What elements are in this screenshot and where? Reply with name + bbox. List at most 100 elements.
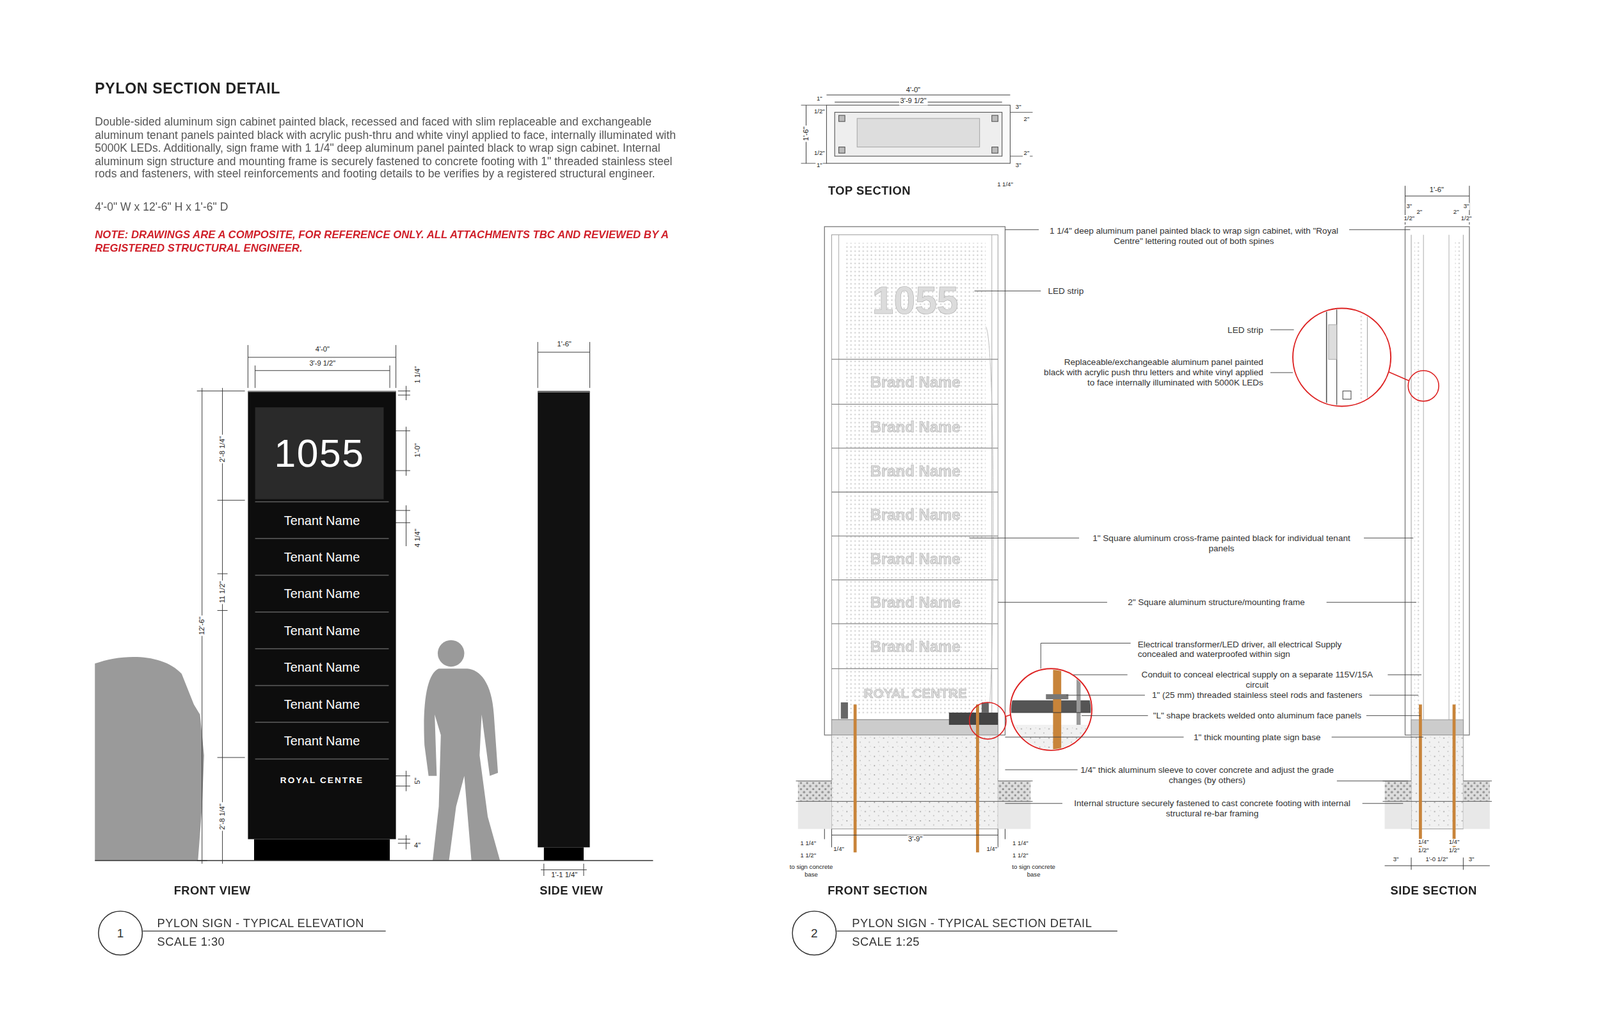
drawing-rect	[840, 702, 848, 719]
drawing-line	[1362, 802, 1404, 804]
callout-label: Internal structure securely fastened to …	[1062, 798, 1363, 819]
tenant-panel: Tenant Name	[255, 501, 390, 538]
callout-label: 2" Square aluminum structure/mounting fr…	[1125, 597, 1307, 608]
node-text: Tenant Name	[284, 512, 361, 527]
drawing-line	[398, 838, 411, 840]
drawing-line	[1040, 642, 1042, 669]
drawing-line	[1004, 769, 1082, 770]
drawing-rect	[992, 115, 999, 122]
drawing-line	[997, 780, 1033, 781]
dimension-label: 4"	[412, 840, 422, 849]
drawing-line	[826, 94, 1010, 96]
dimension-label: 1/4"	[985, 845, 999, 853]
callout-label: Electrical transformer/LED driver, all e…	[1136, 638, 1380, 660]
node-text: Tenant Name	[284, 622, 361, 637]
drawing-line	[801, 104, 827, 106]
drawing-number: 2	[791, 910, 837, 955]
callout-label: "L" shape brackets welded onto aluminum …	[1150, 710, 1364, 721]
drawing-line	[824, 828, 825, 840]
drawing-line	[831, 623, 998, 624]
dimension-label: 2"	[1415, 208, 1424, 216]
drawing-line	[395, 344, 397, 388]
drawing-line	[537, 352, 590, 353]
drawing-line	[1448, 234, 1450, 720]
drawing-line	[1040, 642, 1131, 644]
dimension-label: 12'-6"	[198, 615, 207, 637]
drawing-line	[1411, 234, 1412, 735]
tenant-panel: Tenant Name	[255, 684, 390, 722]
drawing-line	[255, 369, 390, 371]
node-text: Tenant Name	[284, 659, 361, 674]
callout-label: LED strip	[1045, 285, 1086, 296]
drawing-line	[1336, 780, 1409, 781]
drawing-rect	[1052, 663, 1062, 755]
drawing-rect	[254, 839, 390, 861]
drawing-rect	[1004, 724, 1097, 756]
ghost-lettering: Brand Name	[870, 592, 961, 611]
drawing-rect	[834, 112, 1002, 157]
node-text: 2	[810, 925, 818, 940]
drawing-g	[1326, 305, 1368, 408]
dimension-label: to sign concrete base	[787, 864, 835, 878]
drawing-line	[1009, 112, 1033, 113]
drawing-line	[1463, 234, 1464, 735]
dimension-label: 3"	[1462, 202, 1471, 210]
ghost-lettering: Brand Name	[870, 636, 961, 655]
drawing-line	[1073, 673, 1128, 675]
node-text: 1055	[273, 431, 365, 476]
drawing-line	[969, 537, 1082, 539]
dimension-label: 2'-8 1/4"	[218, 801, 226, 831]
drawing-line	[831, 359, 998, 360]
dimension-label: 1'-6"	[801, 125, 810, 142]
drawing-line	[1081, 714, 1149, 716]
caption-text: PYLON SIGN - TYPICAL ELEVATION	[157, 916, 365, 930]
drawing-line	[247, 357, 396, 358]
drawing-line	[853, 704, 857, 852]
drawing-g	[1004, 663, 1097, 755]
drawing-g	[1384, 185, 1490, 870]
drawing-line	[1004, 736, 1184, 738]
dimension-label: 1 1/2"	[799, 851, 818, 859]
drawing-line	[405, 770, 407, 792]
drawing-line	[831, 403, 998, 405]
drawing-line	[1326, 305, 1328, 408]
body-text: Double-sided aluminum sign cabinet paint…	[94, 115, 682, 182]
drawing-rect	[826, 104, 1010, 164]
brand-panel: ROYAL CENTRE	[255, 758, 390, 800]
dimension-label: 1/2"	[812, 149, 826, 157]
dimension-label: 4'-0"	[314, 344, 331, 353]
drawing-line	[831, 828, 832, 848]
dimension-label: 1'-0 1/2"	[1424, 855, 1449, 863]
node-text: Tenant Name	[284, 549, 361, 564]
drawing-circle	[1408, 370, 1439, 402]
view-label: TOP SECTION	[828, 184, 911, 198]
drawing-g	[1382, 780, 1492, 802]
drawing-line	[254, 365, 256, 388]
dimension-label: 1/4"	[832, 845, 846, 853]
drawing-rect	[949, 712, 999, 725]
drawing-rect	[1328, 324, 1337, 360]
callout-label: 1" (25 mm) threaded stainless steel rods…	[1150, 689, 1365, 701]
drawing-line	[1331, 736, 1424, 738]
drawing-rect	[839, 115, 846, 122]
drawing-line	[217, 499, 246, 501]
callout-label: Conduit to conceal electrical supply on …	[1127, 669, 1387, 690]
dimension-label: 1 1/4"	[413, 364, 421, 384]
dimension-label: 1/2"	[1447, 846, 1461, 854]
dimension-label: 1"	[815, 95, 824, 103]
dimension-label: 2"	[1022, 115, 1031, 123]
dimension-label: 3'-9"	[906, 834, 923, 843]
dimension-label: 1 1/4"	[799, 839, 818, 847]
callout-label: 1" Square aluminum cross-frame painted b…	[1079, 532, 1364, 553]
drawing-rect	[997, 780, 1031, 802]
drawing-rect	[1414, 240, 1420, 715]
drawing-line	[217, 757, 246, 758]
tenant-panel: Tenant Name	[255, 647, 390, 685]
drawing-line	[537, 341, 539, 388]
drawing-line	[1418, 704, 1423, 852]
drawing-g	[831, 359, 998, 720]
drawing-number: 1	[97, 910, 143, 955]
drawing-line	[589, 341, 591, 388]
drawing-circle	[437, 640, 464, 667]
drawing-line	[1452, 704, 1456, 852]
